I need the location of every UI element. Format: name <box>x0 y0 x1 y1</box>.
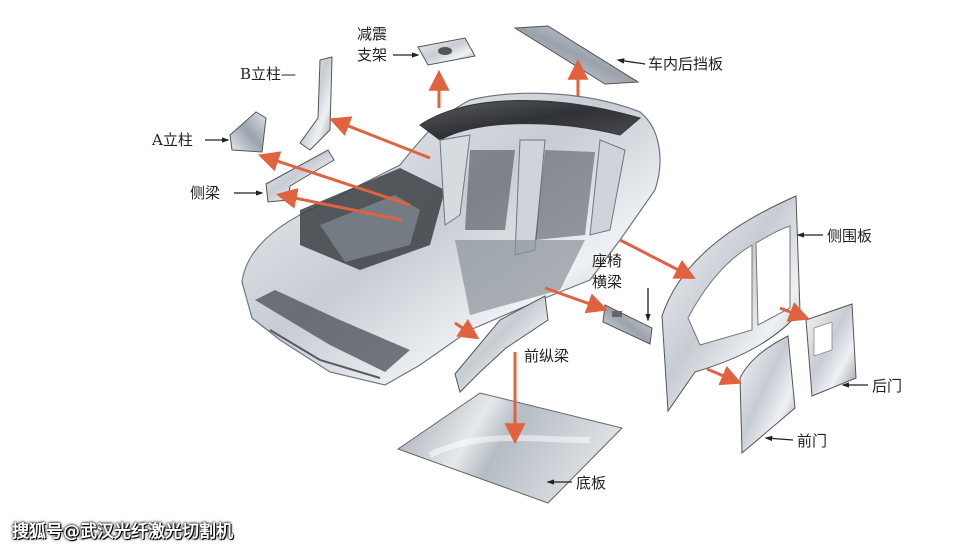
explosion-arrows <box>258 58 810 445</box>
front-door-part <box>739 335 796 455</box>
a-pillar-part <box>229 111 267 153</box>
label-b-pillar: B立柱— <box>240 65 296 83</box>
label-side-panel: 侧围板 <box>827 227 872 245</box>
label-rear-door: 后门 <box>872 377 902 395</box>
label-side-beam: 侧梁 <box>190 184 220 202</box>
label-rear-shelf: 车内后挡板 <box>648 55 723 73</box>
front-rail-part <box>454 295 549 393</box>
label-front-door: 前门 <box>797 432 827 450</box>
label-seat-beam-line1: 座椅 <box>592 252 622 270</box>
label-a-pillar: A立柱 <box>151 131 193 149</box>
rear-door-part <box>805 303 857 397</box>
shock-tower-support-part <box>417 37 476 66</box>
callout-lines <box>205 52 868 485</box>
label-seat-beam-line2: 横梁 <box>592 273 622 291</box>
watermark: 搜狐号@武汉光纤激光切割机 <box>12 522 233 542</box>
side-panel-part <box>661 195 801 413</box>
label-front-rail: 前纵梁 <box>524 347 569 365</box>
label-shock-support-line1: 减震 <box>357 25 387 43</box>
label-floor: 底板 <box>576 474 606 492</box>
car-body-in-white <box>241 92 661 386</box>
seat-cross-beam-part <box>602 304 653 345</box>
label-shock-support-line2: 支架 <box>357 46 387 64</box>
b-pillar-part <box>299 56 333 151</box>
